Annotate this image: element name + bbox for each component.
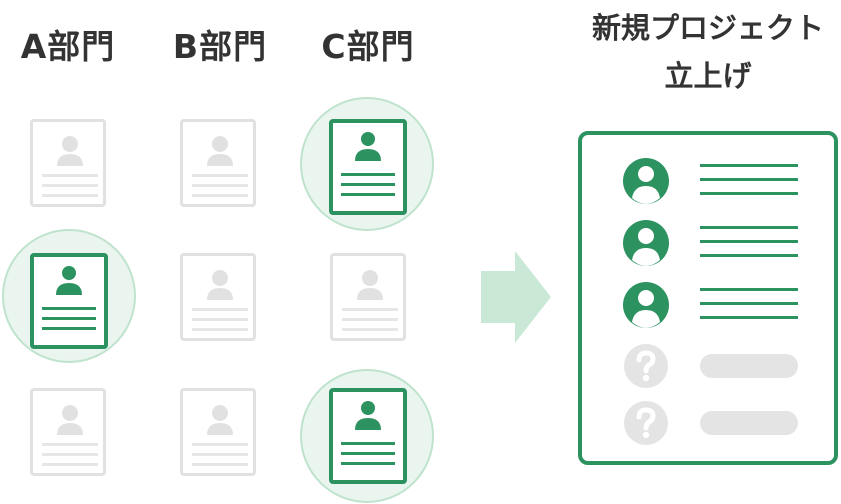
placeholder-bar xyxy=(700,411,798,435)
person-icon xyxy=(341,132,395,196)
project-title-line2: 立上げ xyxy=(664,59,752,93)
employee-card-a3 xyxy=(30,388,106,476)
employee-card-b2 xyxy=(180,253,256,341)
placeholder-bar xyxy=(700,354,798,378)
employee-card-a1 xyxy=(30,119,106,207)
member-row-4-unknown xyxy=(622,342,802,390)
employee-card-c1-selected xyxy=(329,119,407,215)
text-lines-icon xyxy=(700,164,798,195)
employee-card-a2-selected xyxy=(30,253,108,349)
person-icon xyxy=(623,158,669,204)
person-icon xyxy=(42,266,96,330)
person-icon xyxy=(42,405,98,466)
person-icon xyxy=(342,270,398,331)
person-icon xyxy=(623,220,669,266)
project-panel xyxy=(578,131,838,465)
dept-title-b: B部門 xyxy=(172,27,268,66)
member-row-5-unknown xyxy=(622,399,802,447)
person-icon xyxy=(192,405,248,466)
person-icon xyxy=(341,401,395,465)
person-icon xyxy=(623,282,669,328)
project-title-line1: 新規プロジェクト xyxy=(591,11,824,45)
text-lines-icon xyxy=(700,226,798,257)
employee-card-c3-selected xyxy=(329,388,407,484)
question-icon xyxy=(624,401,668,445)
dept-title-c: C部門 xyxy=(321,27,415,66)
text-lines-icon xyxy=(700,288,798,319)
question-icon xyxy=(624,344,668,388)
person-icon xyxy=(42,136,98,197)
member-row-2 xyxy=(622,219,802,267)
person-icon xyxy=(192,136,248,197)
employee-card-b1 xyxy=(180,119,256,207)
arrow-right-icon xyxy=(481,251,551,343)
member-row-3 xyxy=(622,281,802,329)
employee-card-c2 xyxy=(330,253,406,341)
employee-card-b3 xyxy=(180,388,256,476)
person-icon xyxy=(192,270,248,331)
dept-title-a: A部門 xyxy=(20,27,116,66)
member-row-1 xyxy=(622,157,802,205)
